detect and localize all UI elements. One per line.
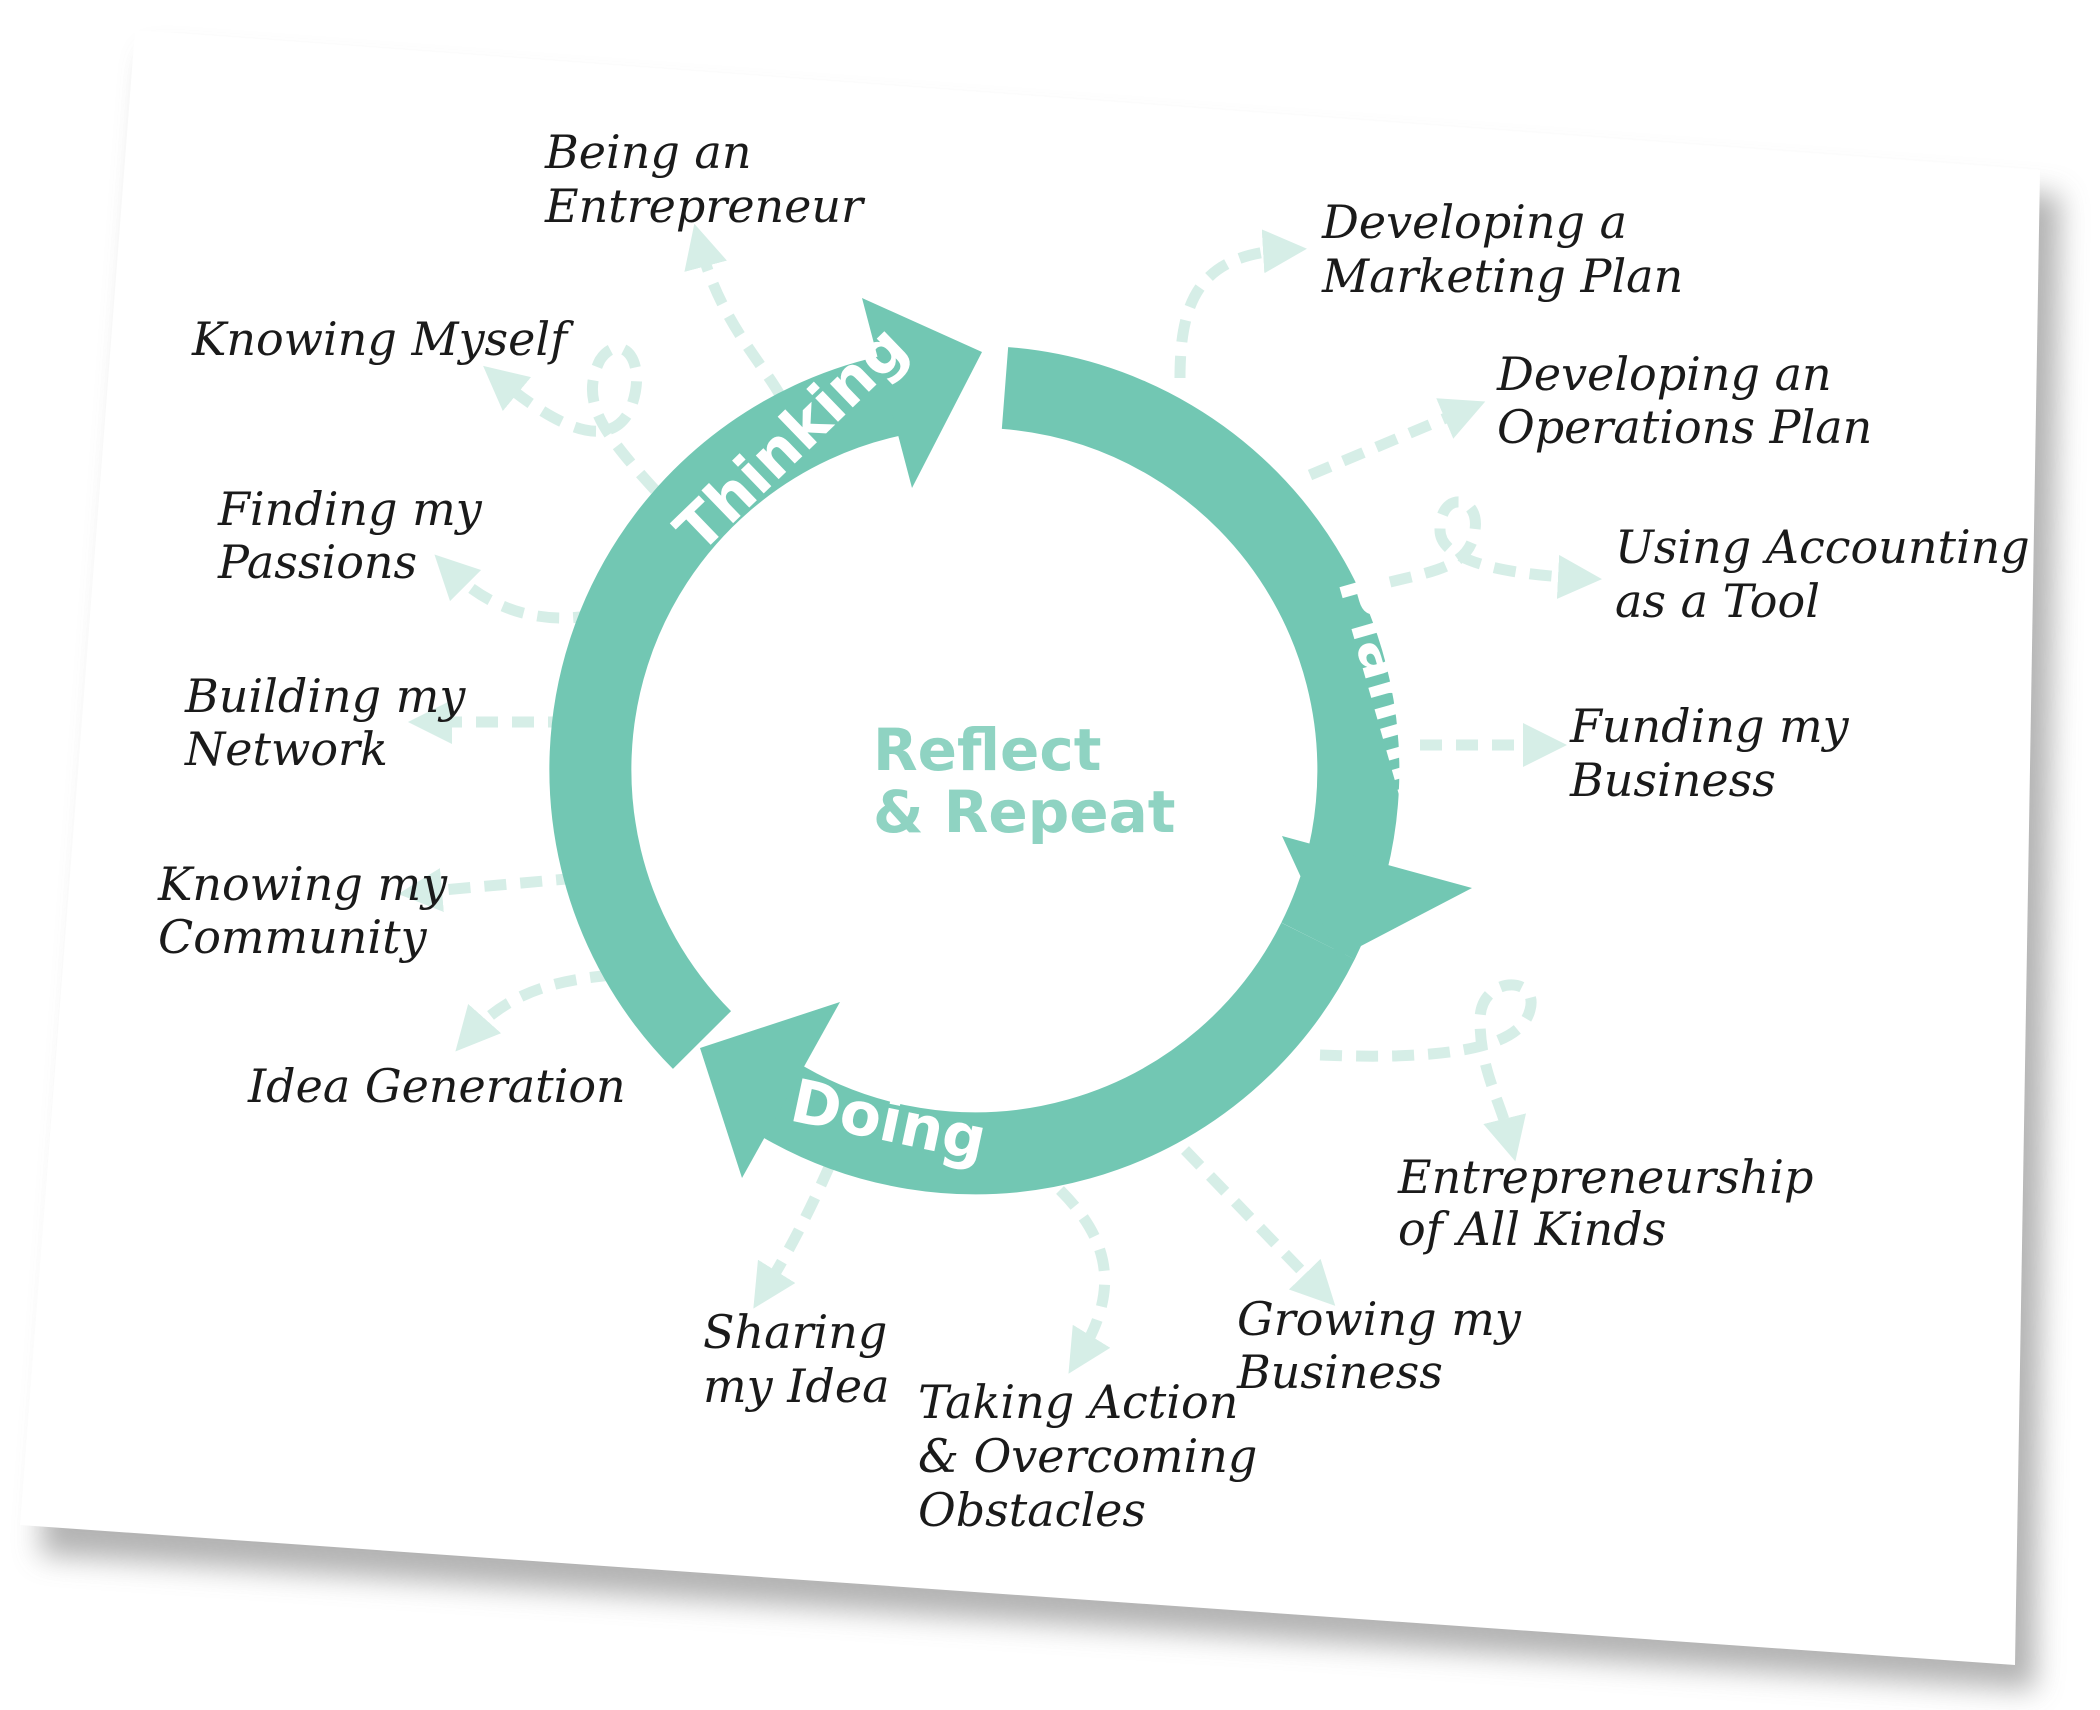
arrowhead-thinking [862, 298, 982, 488]
topic-marketing-plan: Developing a Marketing Plan [1321, 195, 1683, 303]
connector-growing-business [1181, 1146, 1336, 1306]
connector-sharing-idea [753, 1162, 836, 1309]
topic-line: Entrepreneur [544, 179, 866, 233]
topic-line: Business [1569, 753, 1776, 807]
arrowhead-doing [700, 1002, 840, 1178]
topic-line: & Overcoming [918, 1429, 1257, 1483]
topic-line: Finding my [217, 482, 483, 536]
topic-line: Entrepreneurship [1397, 1150, 1813, 1204]
topic-line: Taking Action [918, 1375, 1238, 1429]
topic-line: Funding my [1569, 699, 1850, 753]
cycle-arrowheads [700, 298, 1472, 1178]
topic-line: of All Kinds [1398, 1202, 1666, 1256]
topic-line: Business [1236, 1345, 1443, 1399]
arc-planning [1001, 347, 1400, 960]
connector-taking-action [1056, 1186, 1111, 1374]
dashed-connectors [398, 223, 1602, 1374]
topic-operations-plan: Developing an Operations Plan [1496, 347, 1872, 454]
connector-accounting-tool [1388, 496, 1602, 599]
topic-line: Passions [217, 535, 417, 589]
topic-line: Idea Generation [247, 1059, 626, 1113]
topic-growing-business: Growing my Business [1236, 1292, 1522, 1399]
connector-marketing-plan [1174, 229, 1307, 379]
topic-line: Sharing [703, 1305, 887, 1359]
connector-idea-generation [455, 969, 613, 1052]
topic-being-entrepreneur: Being an Entrepreneur [544, 125, 866, 233]
topic-line: Using Accounting [1615, 520, 2030, 574]
topic-line: Network [184, 722, 388, 776]
connector-being-entrepreneur [684, 223, 785, 398]
topic-building-network: Building my Network [184, 669, 466, 776]
topic-line: Operations Plan [1497, 400, 1872, 454]
topic-line: Knowing Myself [191, 312, 574, 366]
topic-idea-generation: Idea Generation [247, 1059, 626, 1113]
arc-doing [750, 922, 1355, 1195]
topic-line: Developing a [1321, 195, 1627, 249]
topic-knowing-community: Knowing my Community [157, 857, 448, 964]
topic-line: as a Tool [1615, 574, 1820, 628]
connector-finding-passions [434, 554, 596, 624]
cycle-ring [549, 347, 1400, 1195]
topic-entrepreneurship-kinds: Entrepreneurship of All Kinds [1397, 1150, 1813, 1256]
topic-sharing-idea: Sharing my Idea [703, 1305, 890, 1413]
arc-thinking [549, 351, 917, 1069]
topic-line: Marketing Plan [1321, 249, 1683, 303]
topic-line: Building my [184, 669, 466, 723]
topic-funding-business: Funding my Business [1569, 699, 1850, 807]
center-title-line2: & Repeat [873, 778, 1176, 846]
card [20, 30, 2040, 1665]
topic-line: Developing an [1496, 347, 1832, 401]
connector-operations-plan [1307, 398, 1486, 481]
topic-line: Obstacles [918, 1483, 1146, 1537]
topic-line: Knowing my [157, 857, 448, 911]
topic-finding-passions: Finding my Passions [217, 482, 483, 589]
topic-line: Being an [544, 125, 751, 179]
topic-taking-action: Taking Action & Overcoming Obstacles [918, 1375, 1257, 1537]
topic-knowing-myself: Knowing Myself [191, 312, 574, 366]
topic-line: Growing my [1237, 1292, 1522, 1346]
topic-line: Community [158, 910, 428, 964]
connector-entrepreneurship-kinds [1319, 979, 1537, 1162]
connector-knowing-community [398, 868, 579, 912]
arrowhead-planning [1282, 836, 1472, 958]
topic-line: my Idea [703, 1359, 890, 1413]
connector-knowing-myself [483, 342, 660, 494]
topic-accounting-tool: Using Accounting as a Tool [1615, 520, 2030, 628]
center-title-line1: Reflect [873, 716, 1101, 784]
